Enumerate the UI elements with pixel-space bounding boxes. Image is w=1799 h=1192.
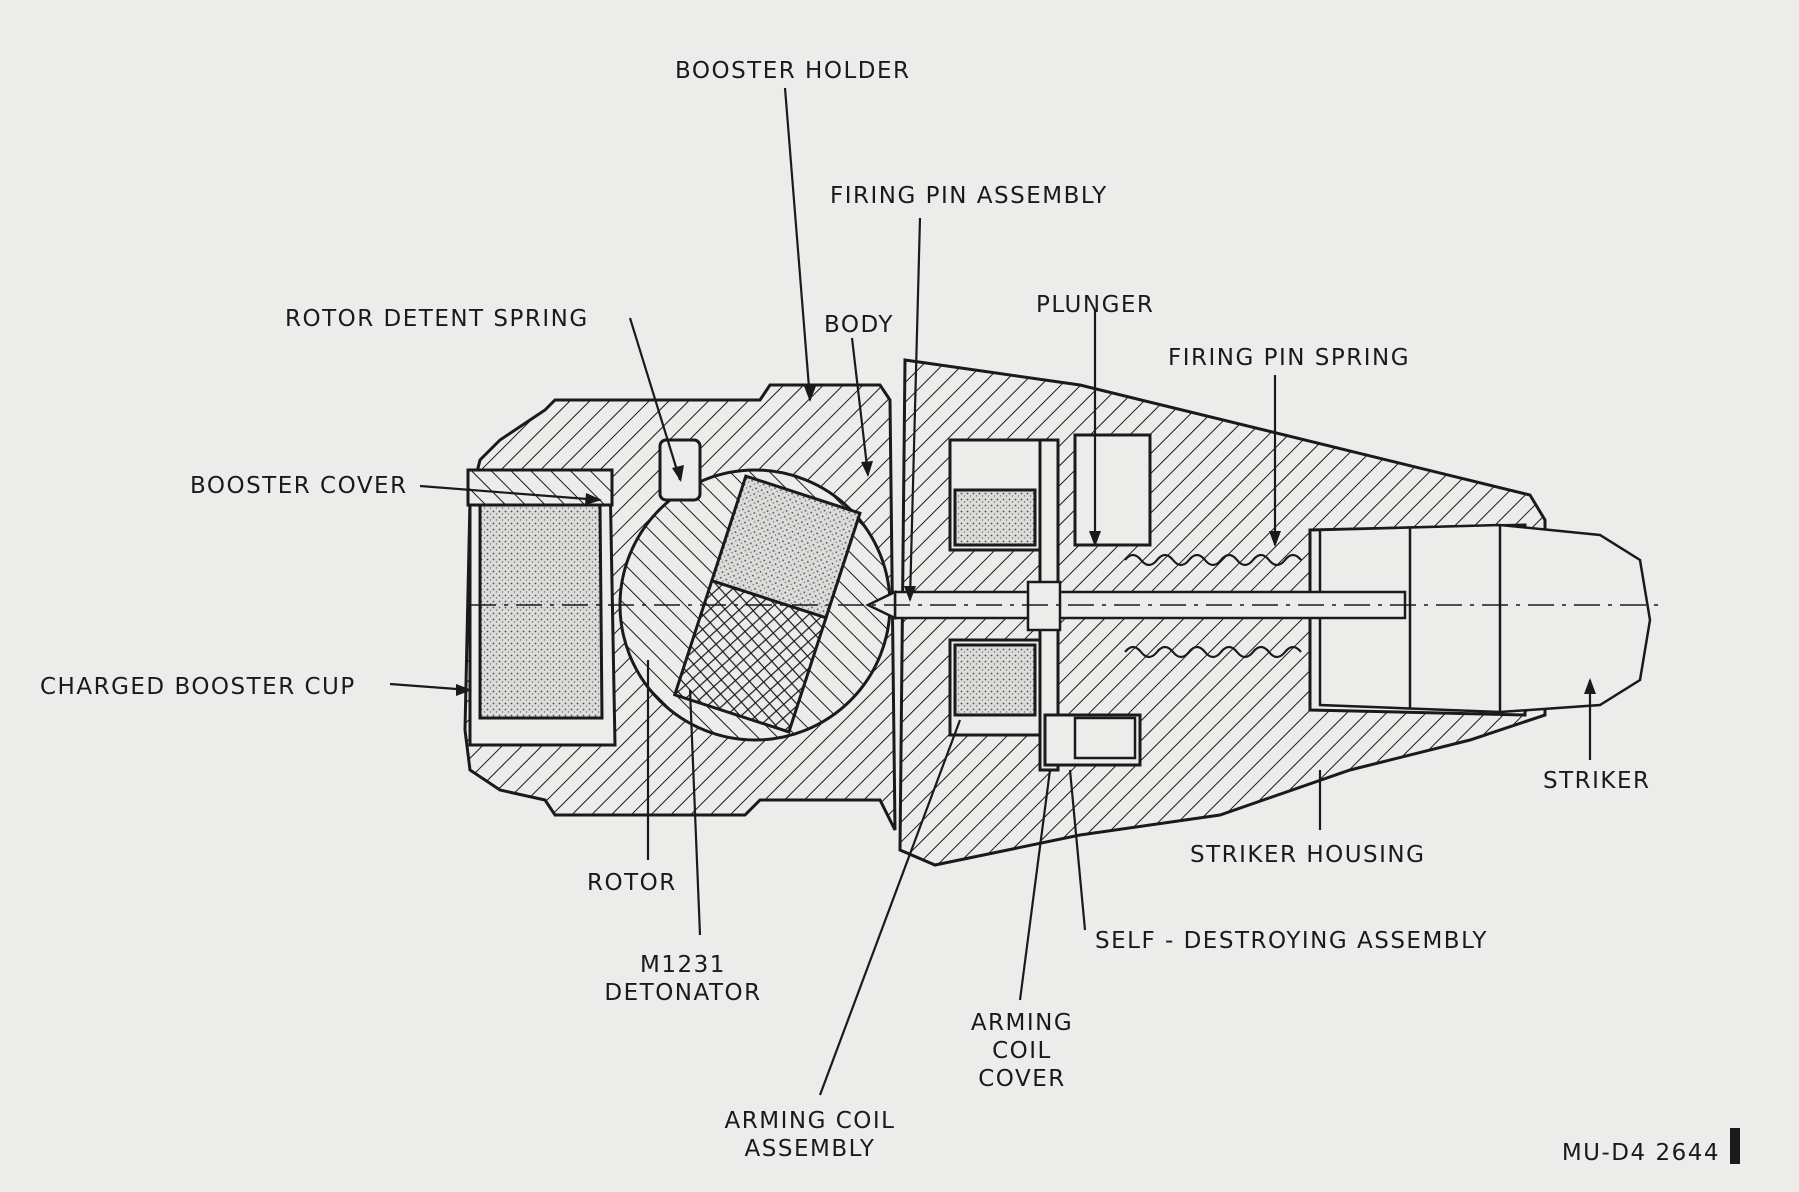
arming-coil-lower — [953, 643, 1037, 717]
arrow-plunger — [1089, 531, 1101, 547]
arrow-striker — [1584, 678, 1596, 694]
label-arming-coil-cover-line2: COIL — [992, 1038, 1052, 1064]
figure-id-label: MU-D4 2644 — [1562, 1140, 1720, 1166]
label-firing-pin-assembly: FIRING PIN ASSEMBLY — [830, 183, 1108, 209]
arrow-body — [861, 461, 873, 477]
label-arming-coil-cover-line3: COVER — [978, 1066, 1066, 1092]
arrow-booster-cover — [585, 493, 602, 505]
arming-coil-upper — [953, 488, 1037, 547]
label-m1231-detonator-line2: DETONATOR — [604, 980, 761, 1006]
arrow-firing-pin-spring — [1269, 531, 1281, 547]
leader-rotor-detent-spring — [628, 317, 682, 481]
plunger-cavity — [1073, 433, 1152, 547]
leader-self-destroying-assembly — [1068, 769, 1087, 931]
label-striker: STRIKER — [1543, 768, 1651, 794]
label-plunger: PLUNGER — [1036, 292, 1154, 318]
arrow-firing-pin-assembly — [904, 586, 916, 602]
label-booster-holder: BOOSTER HOLDER — [675, 58, 911, 84]
leader-booster-cover — [419, 484, 601, 502]
booster-cover-shape — [466, 468, 614, 507]
fuze-body-section — [463, 358, 1665, 867]
arrow-charged-booster-cup — [456, 684, 472, 696]
firing-pin-hub — [1026, 580, 1062, 632]
leader-lines — [389, 87, 1592, 1096]
part-labels: BOOSTER HOLDER FIRING PIN ASSEMBLY ROTOR… — [40, 58, 1740, 1166]
label-self-destroying-assembly: SELF - DESTROYING ASSEMBLY — [1095, 928, 1488, 954]
label-striker-housing: STRIKER HOUSING — [1190, 842, 1425, 868]
leader-arming-coil-assembly — [818, 719, 962, 1096]
label-charged-booster-cup: CHARGED BOOSTER CUP — [40, 674, 356, 700]
leader-body — [850, 337, 870, 476]
striker-shape — [1318, 523, 1652, 714]
leader-m1231-detonator — [688, 689, 702, 936]
leader-arming-coil-cover — [1018, 769, 1052, 1001]
self-destroying-bolt — [1073, 716, 1137, 760]
firing-pin-spring-shape — [1124, 553, 1302, 659]
arrow-booster-holder — [804, 386, 816, 402]
charged-booster-cup-shape — [478, 503, 604, 720]
figure-id-marker — [1730, 1128, 1740, 1164]
arrow-rotor-detent-spring — [672, 465, 684, 482]
label-arming-coil-assembly-line2: ASSEMBLY — [745, 1136, 876, 1162]
label-body: BODY — [824, 312, 894, 338]
leader-arrowheads — [456, 386, 1596, 696]
label-booster-cover: BOOSTER COVER — [190, 473, 408, 499]
label-firing-pin-spring: FIRING PIN SPRING — [1168, 345, 1410, 371]
leader-firing-pin-assembly — [908, 217, 922, 601]
label-rotor: ROTOR — [587, 870, 677, 896]
label-m1231-detonator-line1: M1231 — [640, 952, 726, 978]
label-arming-coil-assembly-line1: ARMING COIL — [725, 1108, 896, 1134]
label-arming-coil-cover-line1: ARMING — [971, 1010, 1073, 1036]
leader-booster-holder — [783, 87, 812, 401]
m1231-detonator-shape — [672, 474, 862, 734]
label-rotor-detent-spring: ROTOR DETENT SPRING — [285, 306, 589, 332]
